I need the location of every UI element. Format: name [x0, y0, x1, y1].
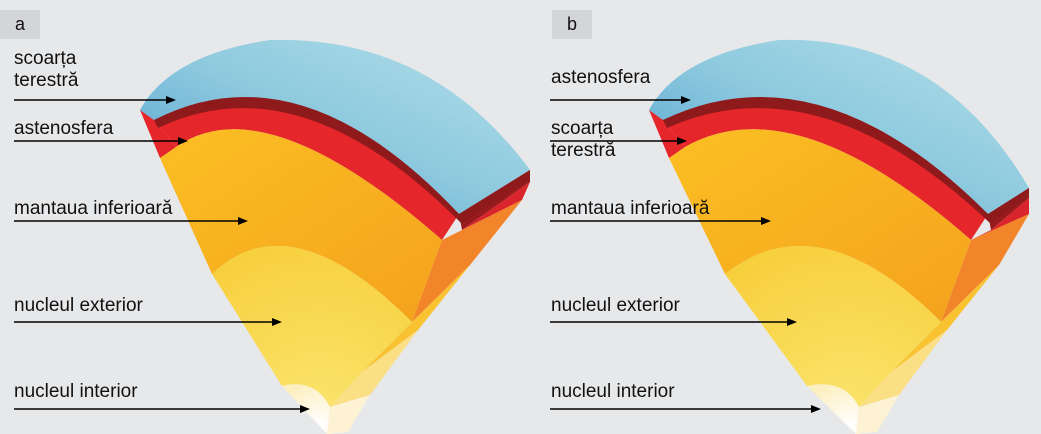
pointer-arrows [14, 96, 310, 413]
label-crust: scoarța terestră [14, 48, 79, 91]
arrow-asthenosphere [550, 96, 691, 104]
earth-layers-illustration [550, 39, 1029, 434]
arrow-lower-mantle [14, 217, 248, 225]
label-lower-mantle: mantaua inferioară [551, 198, 710, 219]
label-asthenosphere: astenosfera [14, 118, 114, 139]
panel-tag-b: b [552, 10, 592, 39]
pointer-arrows [550, 96, 821, 413]
earth-layers-illustration [14, 39, 530, 434]
diagram-panel-b: b [537, 0, 1041, 434]
label-asthenosphere: astenosfera [551, 67, 651, 88]
arrow-inner-core [14, 405, 310, 413]
label-outer-core: nucleul exterior [551, 295, 680, 316]
label-outer-core: nucleul exterior [14, 295, 143, 316]
arrow-crust [550, 137, 687, 145]
arrow-outer-core [550, 318, 797, 326]
arrow-crust [14, 96, 176, 104]
cut-face [856, 188, 1029, 434]
label-inner-core: nucleul interior [551, 381, 675, 402]
arrow-outer-core [14, 318, 282, 326]
arrow-lower-mantle [550, 217, 771, 225]
arrow-inner-core [550, 405, 821, 413]
panel-tag-a: a [0, 10, 40, 39]
label-lower-mantle: mantaua inferioară [14, 198, 173, 219]
diagram-panel-a: a [0, 0, 530, 434]
label-inner-core: nucleul interior [14, 381, 138, 402]
arrow-asthenosphere [14, 137, 188, 145]
label-crust: scoarța terestră [551, 118, 616, 161]
